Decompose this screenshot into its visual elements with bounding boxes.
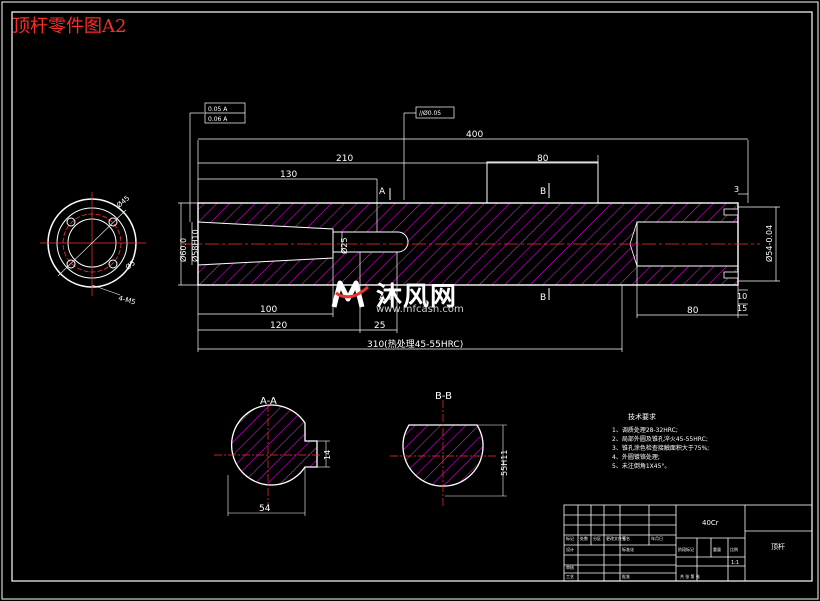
watermark-brand: 沐风网 bbox=[376, 282, 458, 312]
tolerance-frame-left: 0.05 A 0.06 A bbox=[204, 102, 246, 124]
svg-text:标记: 标记 bbox=[566, 535, 574, 541]
title-block-scale: 1:1 bbox=[731, 560, 739, 566]
section-b-b: B-B 55H11 bbox=[390, 391, 509, 506]
svg-text:工艺: 工艺 bbox=[566, 574, 574, 579]
svg-text:0.05 A: 0.05 A bbox=[208, 106, 228, 113]
dimension-texts: 400 210 80 130 100 120 25 310(热处理45-55HR… bbox=[178, 130, 774, 350]
tech-notes: 技术要求 1、调质处理28-32HRC; 2、局部外圆及锥孔淬火45-55HRC… bbox=[612, 412, 709, 470]
dim-100: 100 bbox=[260, 305, 277, 315]
dim-dia-25: Ø25 bbox=[339, 238, 349, 254]
svg-text:55H11: 55H11 bbox=[500, 450, 509, 476]
section-marker-b-bottom: B bbox=[540, 293, 546, 303]
svg-text:0.06 A: 0.06 A bbox=[208, 116, 228, 123]
end-view: Ø45 Ø5 4-M5 bbox=[40, 192, 146, 306]
svg-text:5、未注倒角1X45°。: 5、未注倒角1X45°。 bbox=[612, 462, 670, 470]
watermark-logo-icon bbox=[331, 280, 369, 308]
dim-120: 120 bbox=[270, 321, 287, 331]
svg-text:设计: 设计 bbox=[566, 546, 574, 552]
dim-130: 130 bbox=[280, 170, 297, 180]
dim-dia-54: Ø54-0.04 bbox=[764, 225, 774, 262]
drawing-title: 顶杆零件图A2 bbox=[12, 16, 127, 37]
svg-text:2、局部外圆及锥孔淬火45-55HRC;: 2、局部外圆及锥孔淬火45-55HRC; bbox=[612, 435, 708, 443]
dim-dia-60: Ø60.0 bbox=[178, 238, 188, 262]
dim-3: 3 bbox=[734, 185, 739, 194]
svg-text:技术要求: 技术要求 bbox=[628, 412, 656, 421]
svg-text:更改文件号: 更改文件号 bbox=[606, 535, 626, 541]
section-marker-a-top: A bbox=[379, 187, 386, 197]
svg-text:阶段标记: 阶段标记 bbox=[678, 546, 694, 552]
inner-frame bbox=[11, 11, 813, 582]
dim-15: 15 bbox=[737, 304, 747, 313]
svg-text:B-B: B-B bbox=[435, 391, 452, 402]
svg-text:比例: 比例 bbox=[730, 546, 738, 552]
dim-dia-58: Ø58H10 bbox=[190, 229, 200, 262]
dim-400: 400 bbox=[466, 130, 483, 140]
tolerance-frame-center: //Ø0.05 bbox=[415, 106, 455, 119]
dim-10: 10 bbox=[737, 292, 747, 301]
watermark-url: www.mfcash.com bbox=[376, 304, 464, 315]
section-a-a: A-A 54 14 bbox=[214, 396, 332, 516]
title-block-part-name: 顶杆 bbox=[771, 542, 785, 551]
svg-text:重量: 重量 bbox=[713, 546, 721, 552]
svg-text:3、锥孔涂色检查接触面积大于75%;: 3、锥孔涂色检查接触面积大于75%; bbox=[612, 444, 709, 452]
dimension-lines bbox=[178, 112, 780, 352]
section-marker-b-top: B bbox=[540, 187, 546, 197]
circle-dim-5: Ø5 bbox=[124, 259, 137, 272]
svg-text:签名: 签名 bbox=[622, 535, 630, 541]
title-block bbox=[563, 504, 813, 582]
watermark: 沐风网 www.mfcash.com bbox=[330, 276, 464, 315]
dim-210: 210 bbox=[336, 154, 353, 164]
section-marker-a-bottom: A bbox=[379, 293, 386, 303]
svg-text://Ø0.05: //Ø0.05 bbox=[419, 110, 441, 117]
circle-dim-45: Ø45 bbox=[115, 194, 131, 209]
dim-80-right: 80 bbox=[687, 306, 699, 316]
svg-text:批准: 批准 bbox=[622, 573, 630, 579]
title-block-material: 40Cr bbox=[702, 519, 719, 527]
dim-80-top: 80 bbox=[537, 154, 549, 164]
svg-text:年月日: 年月日 bbox=[651, 535, 663, 541]
dim-25: 25 bbox=[374, 321, 385, 331]
title-block-labels: 标记 处数 分区 更改文件号 签名 年月日 设计 标准化 阶段标记 重量 比例 … bbox=[566, 535, 738, 579]
svg-text:54: 54 bbox=[259, 504, 271, 514]
svg-text:A-A: A-A bbox=[260, 396, 277, 407]
svg-text:1、调质处理28-32HRC;: 1、调质处理28-32HRC; bbox=[612, 426, 678, 434]
thread-label: 4-M5 bbox=[117, 294, 136, 306]
svg-text:4、外圆镀铬处理;: 4、外圆镀铬处理; bbox=[612, 453, 660, 461]
main-shaft: A A B B bbox=[182, 161, 760, 303]
svg-text:分区: 分区 bbox=[593, 535, 601, 541]
svg-text:共 张 第 张: 共 张 第 张 bbox=[680, 573, 700, 579]
svg-text:标准化: 标准化 bbox=[622, 546, 634, 552]
dim-310: 310(热处理45-55HRC) bbox=[367, 338, 463, 350]
svg-text:处数: 处数 bbox=[580, 535, 588, 541]
svg-text:14: 14 bbox=[323, 450, 332, 460]
svg-text:审核: 审核 bbox=[566, 564, 574, 570]
